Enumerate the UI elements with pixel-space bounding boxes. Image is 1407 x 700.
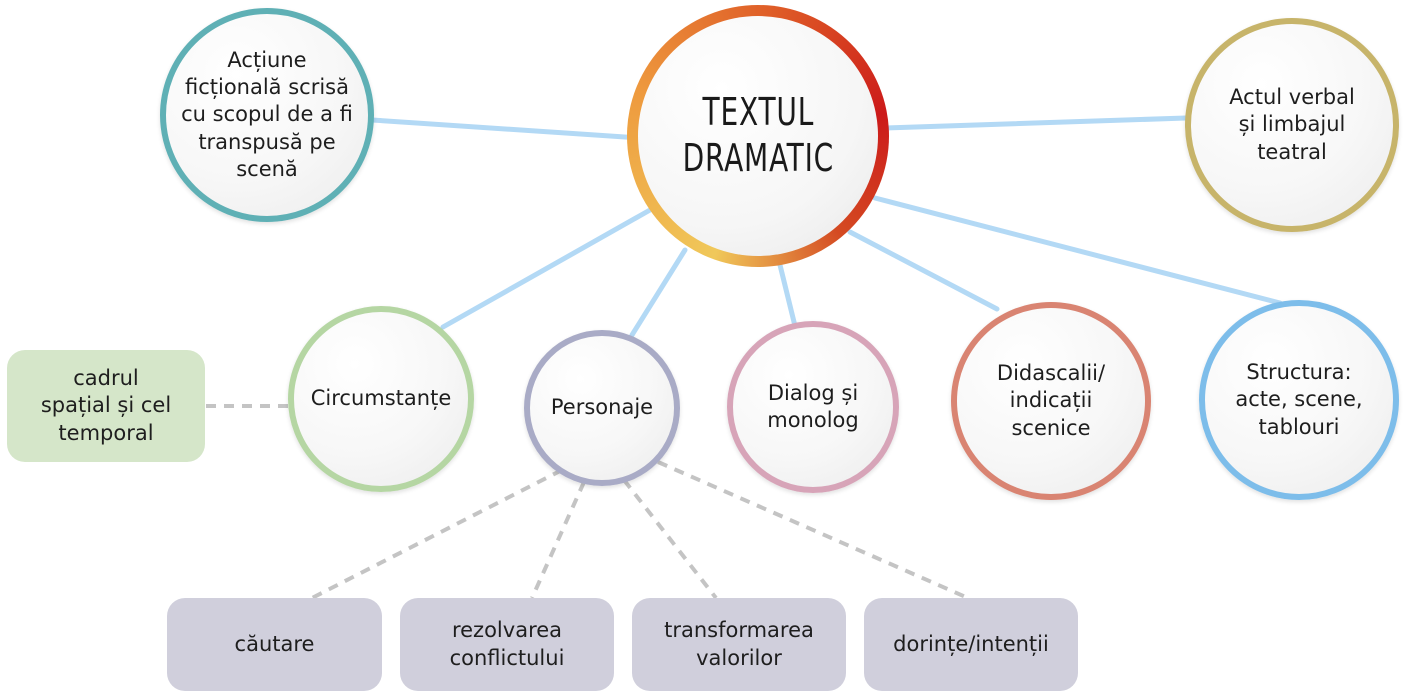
connector-center-stage-directions — [847, 229, 1000, 312]
node-stage-directions[interactable]: Didascalii/ indicații scenice — [951, 302, 1151, 500]
circumstances-detail-label: cadrul spațial și cel temporal — [40, 366, 172, 445]
node-circumstances-label: Circumstanțe — [310, 386, 452, 411]
node-definition[interactable]: Acțiune ficțională scrisă cu scopul de a… — [160, 8, 374, 222]
character-detail-label: căutare — [234, 631, 315, 656]
connector-characters-conflict — [530, 481, 586, 599]
node-stage-directions-label: Didascalii/ indicații scenice — [996, 361, 1106, 440]
character-detail-label: dorințe/intenții — [893, 631, 1049, 656]
connector-center-structure — [872, 195, 1283, 306]
circumstances-detail-box[interactable]: cadrul spațial și cel temporal — [7, 350, 205, 462]
central-node-title: TEXTUL DRAMATIC — [682, 90, 834, 180]
connector-center-circumstances — [440, 207, 653, 330]
node-circumstances[interactable]: Circumstanțe — [288, 306, 474, 492]
connector-center-verbal-act — [884, 115, 1189, 131]
character-detail-box[interactable]: rezolvarea conflictului — [400, 598, 614, 691]
connector-characters-desires — [657, 460, 969, 600]
connector-center-characters — [629, 247, 688, 338]
central-node[interactable]: TEXTUL DRAMATIC — [638, 16, 878, 256]
character-detail-box[interactable]: căutare — [167, 598, 382, 691]
connector-characters-values — [622, 478, 718, 600]
node-verbal-act[interactable]: Actul verbal și limbajul teatral — [1185, 18, 1399, 232]
node-definition-label: Acțiune ficțională scrisă cu scopul de a… — [181, 47, 353, 181]
node-characters[interactable]: Personaje — [524, 330, 680, 486]
node-structure[interactable]: Structura: acte, scene, tablouri — [1199, 300, 1399, 500]
connector-center-definition — [369, 117, 643, 141]
character-detail-box[interactable]: dorințe/intenții — [864, 598, 1078, 691]
node-dialogue[interactable]: Dialog și monolog — [727, 321, 899, 493]
node-dialogue-label: Dialog și monolog — [767, 380, 859, 432]
character-detail-box[interactable]: transformarea valorilor — [632, 598, 846, 691]
node-verbal-act-label: Actul verbal și limbajul teatral — [1229, 85, 1355, 164]
node-characters-label: Personaje — [550, 395, 654, 420]
character-detail-label: rezolvarea conflictului — [449, 618, 565, 670]
node-structure-label: Structura: acte, scene, tablouri — [1235, 360, 1363, 439]
character-detail-label: transformarea valorilor — [664, 618, 814, 670]
connector-center-dialogue — [777, 262, 798, 329]
connector-characters-search — [311, 468, 563, 600]
